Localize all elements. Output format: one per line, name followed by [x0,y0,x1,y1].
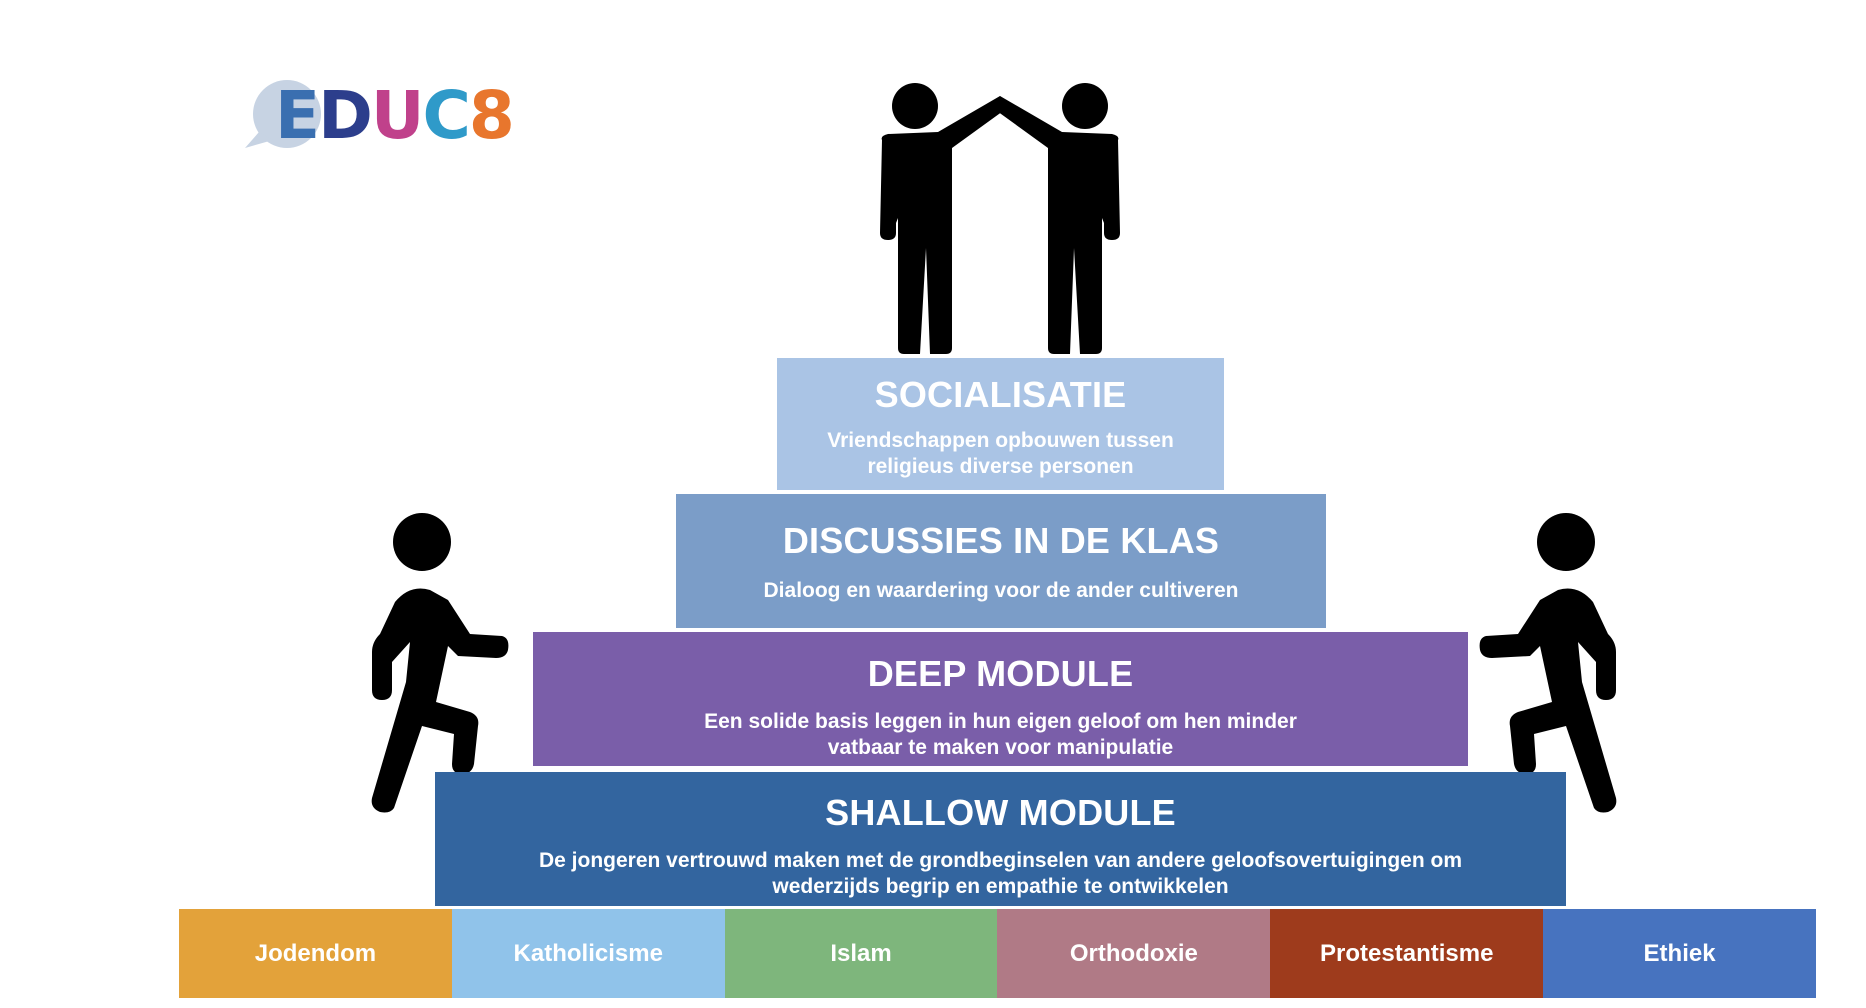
religion-katholicisme: Katholicisme [451,909,725,998]
speech-bubble-icon [245,80,321,148]
religion-protestantisme: Protestantisme [1270,909,1544,998]
religion-ethiek: Ethiek [1543,909,1816,998]
tier-description: Een solide basis leggen in hun eigen gel… [704,710,1297,759]
logo-letter: 8 [468,77,515,154]
religion-label: Ethiek [1643,939,1716,967]
person-climbing-stairs-icon [1479,513,1617,813]
tier-discussies: DISCUSSIES IN DE KLAS Dialoog en waarder… [676,494,1326,628]
tier-deep-module: DEEP MODULE Een solide basis leggen in h… [533,632,1468,766]
tier-title: DEEP MODULE [867,653,1134,694]
tier-shallow-module: SHALLOW MODULE De jongeren vertrouwd mak… [435,772,1566,906]
logo-letter: E [275,77,320,154]
logo-letter: C [422,77,470,154]
person-climbing-stairs-icon [371,513,509,813]
logo-letter: U [370,77,425,154]
tier-title: DISCUSSIES IN DE KLAS [782,520,1220,561]
tier-title: SHALLOW MODULE [825,792,1176,833]
religion-orthodoxie: Orthodoxie [997,909,1271,998]
religion-label: Islam [830,939,892,967]
tier-socialisatie: SOCIALISATIE Vriendschappen opbouwen tus… [777,358,1224,490]
religion-bar: Jodendom Katholicisme Islam Orthodoxie P… [179,909,1816,998]
religion-jodendom: Jodendom [179,909,452,998]
logo-letter: D [318,77,373,154]
logo-text: EDUC8 [275,76,515,156]
educ8-logo: EDUC8 [245,76,515,156]
tier-title: SOCIALISATIE [874,374,1127,415]
tier-description: Vriendschappen opbouwen tussen religieus… [827,429,1174,478]
religion-label: Katholicisme [513,939,663,967]
tier-description: Dialoog en waardering voor de ander cult… [763,579,1239,602]
religion-label: Jodendom [254,939,377,967]
religion-label: Protestantisme [1320,939,1494,967]
religion-label: Orthodoxie [1069,939,1198,967]
two-people-holding-hands-icon [880,83,1120,354]
religion-islam: Islam [724,909,998,998]
tier-description: De jongeren vertrouwd maken met de grond… [538,849,1462,898]
